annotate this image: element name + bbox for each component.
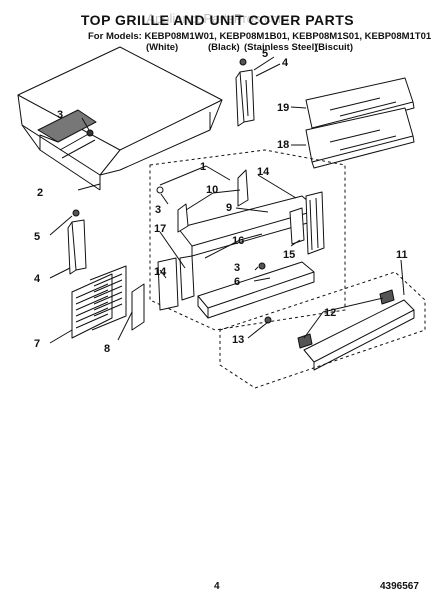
- part-number: 4396567: [380, 581, 419, 592]
- callout-8: 8: [104, 343, 110, 355]
- variant-biscuit: (Biscuit): [315, 42, 353, 53]
- screw-3b: [258, 262, 266, 270]
- callout-7: 7: [34, 338, 40, 350]
- screw-3a: [156, 186, 164, 194]
- callout-4: 4: [34, 273, 41, 285]
- callout-9: 9: [226, 202, 232, 214]
- bracket-4-lower: [67, 219, 87, 275]
- filter-grille-7: [71, 265, 127, 339]
- variant-white: (White): [146, 42, 179, 53]
- callout-17: 17: [154, 223, 166, 235]
- callout-3: 3: [234, 262, 240, 274]
- callout-4: 4: [282, 57, 289, 69]
- filter-8: [131, 283, 145, 331]
- page-number: 4: [214, 581, 220, 592]
- callout-5: 5: [262, 48, 268, 60]
- bottom-bar-6: [197, 261, 315, 319]
- callout-10: 10: [206, 184, 218, 196]
- bracket-4-upper: [235, 69, 255, 127]
- callout-11: 11: [396, 249, 408, 261]
- callout-1: 1: [200, 161, 206, 173]
- panel-19: [305, 77, 415, 135]
- callout-15: 15: [283, 249, 295, 261]
- lower-bar-11: [303, 299, 415, 371]
- variant-stainless: (Stainless Steel): [244, 42, 318, 53]
- models-line: For Models: KEBP08M1W01, KEBP08M1B01, KE…: [88, 31, 432, 42]
- page-title: TOP GRILLE AND UNIT COVER PARTS: [80, 12, 355, 28]
- callout-3: 3: [57, 109, 63, 121]
- callout-19: 19: [277, 102, 289, 114]
- callout-6: 6: [234, 276, 240, 288]
- unit-cover: [17, 46, 223, 191]
- panel-18: [305, 107, 415, 169]
- screw-5a: [72, 209, 80, 217]
- screw-5b: [239, 58, 247, 66]
- callout-12: 12: [324, 307, 336, 319]
- callout-5: 5: [34, 231, 40, 243]
- side-bracket-14: [289, 191, 325, 255]
- callout-14: 14: [257, 166, 270, 178]
- watermark: AppliancePartsPros.com: [146, 11, 289, 26]
- callout-14: 14: [154, 266, 167, 278]
- clip-10: [237, 169, 249, 207]
- callout-18: 18: [277, 139, 289, 151]
- callout-3: 3: [155, 204, 161, 216]
- callout-16: 16: [232, 235, 244, 247]
- variant-black: (Black): [208, 42, 240, 53]
- callout-13: 13: [232, 334, 244, 346]
- callout-2: 2: [37, 187, 43, 199]
